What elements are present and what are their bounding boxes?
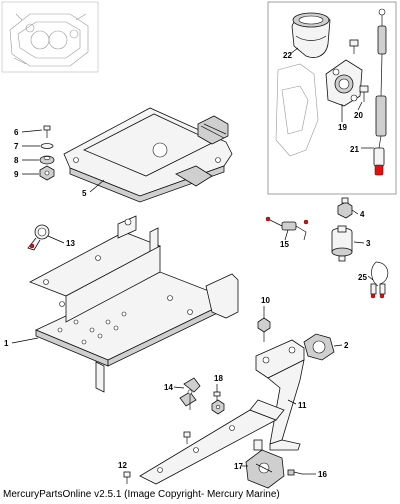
callout-12: 12: [118, 461, 127, 470]
part-12-bolt[interactable]: [123, 431, 191, 484]
callout-9: 9: [14, 170, 19, 179]
part-5-ecm-module[interactable]: [63, 107, 233, 203]
part-21-harness[interactable]: [373, 8, 387, 176]
part-1-mounting-bracket[interactable]: [29, 215, 239, 393]
callout-21: 21: [350, 145, 359, 154]
callout-5: 5: [82, 189, 87, 198]
part-17-connector-module[interactable]: [245, 439, 285, 489]
part-4-sender[interactable]: [337, 197, 353, 219]
callout-3: 3: [366, 239, 371, 248]
callout-14: 14: [164, 383, 173, 392]
callout-11: 11: [298, 401, 307, 410]
callout-17: 17: [234, 462, 243, 471]
callout-13: 13: [66, 239, 75, 248]
part-20-bolt[interactable]: [349, 39, 369, 102]
callout-4: 4: [360, 210, 365, 219]
part-11-bracket-arm[interactable]: [139, 339, 305, 485]
callout-1: 1: [4, 339, 9, 348]
callout-7: 7: [14, 142, 19, 151]
callout-15: 15: [280, 240, 289, 249]
part-8-grommet[interactable]: [39, 155, 55, 165]
part-16-screw[interactable]: [287, 469, 303, 476]
copyright-footer: MercuryPartsOnline v2.5.1 (Image Copyrig…: [3, 489, 280, 500]
callout-18: 18: [214, 374, 223, 383]
callout-10: 10: [261, 296, 270, 305]
callout-19: 19: [338, 123, 347, 132]
part-6-screw[interactable]: [43, 125, 51, 138]
part-19-plate[interactable]: [325, 59, 363, 107]
callout-6: 6: [14, 128, 19, 137]
callout-2: 2: [344, 341, 349, 350]
part-14-wing-screw[interactable]: [179, 377, 201, 410]
part-2-hex-nut[interactable]: [303, 333, 335, 361]
part-15-sensor[interactable]: [265, 216, 309, 241]
part-10-bolt[interactable]: [257, 317, 271, 342]
callout-25: 25: [358, 273, 367, 282]
callout-16: 16: [318, 470, 327, 479]
part-9-nut[interactable]: [39, 165, 55, 181]
part-3-sensor-body[interactable]: [331, 225, 353, 262]
part-17-nut[interactable]: [211, 399, 225, 415]
part-22-boot[interactable]: [291, 12, 331, 58]
part-25-jumper[interactable]: [370, 261, 389, 299]
callout-8: 8: [14, 156, 19, 165]
part-13-clip[interactable]: [27, 224, 50, 251]
callout-22: 22: [283, 51, 292, 60]
part-7-washer[interactable]: [40, 143, 54, 149]
callout-20: 20: [354, 111, 363, 120]
engine-block-thumbnail[interactable]: [1, 1, 99, 73]
